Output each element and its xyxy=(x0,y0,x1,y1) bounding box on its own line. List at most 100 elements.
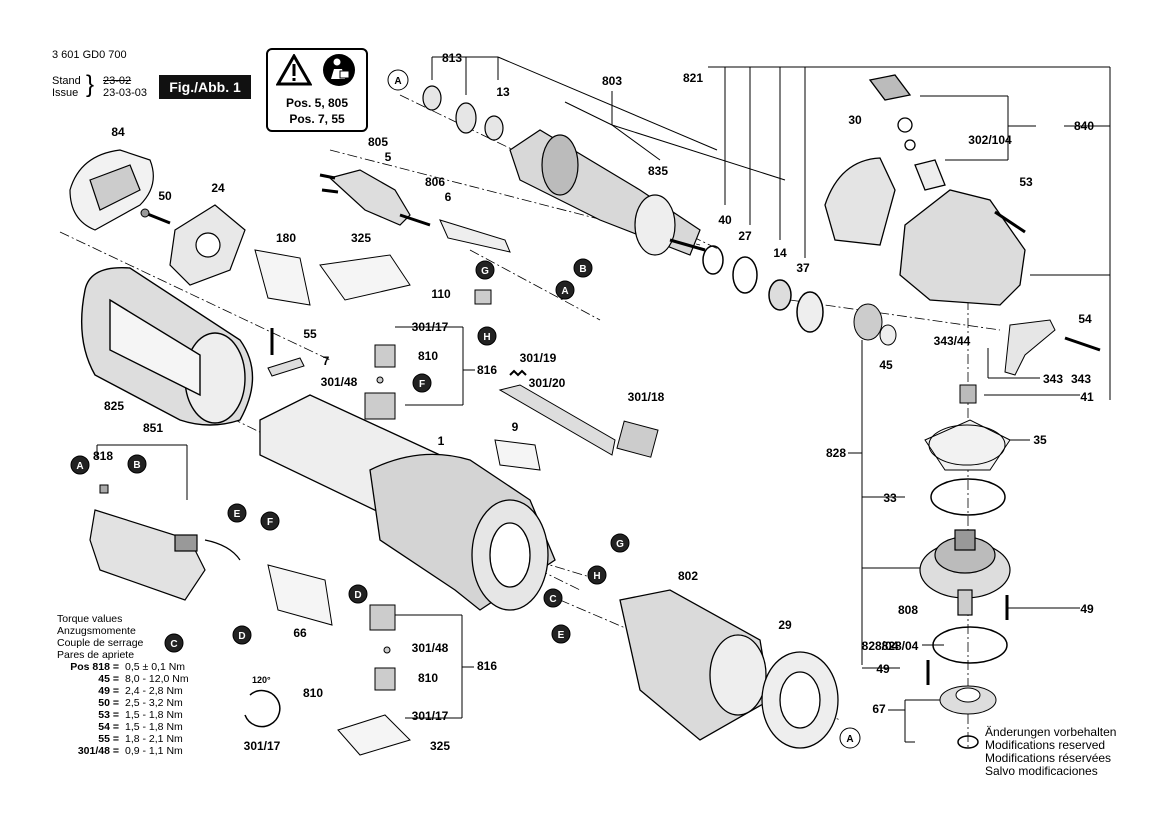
torque-row: Pos 818 =0,5 ± 0,1 Nm xyxy=(70,661,186,673)
callout-label: 301/17 xyxy=(244,739,281,753)
issue-value: 23-03-03 xyxy=(103,87,148,99)
part-45-pinion xyxy=(853,303,897,346)
marker-letter: B xyxy=(579,264,586,275)
callout-label: 810 xyxy=(418,671,438,685)
torque-title-1: Torque values xyxy=(57,613,123,625)
part-180-label xyxy=(254,249,311,306)
callout-label: 30 xyxy=(848,113,862,127)
part-67-o-ring xyxy=(957,735,979,749)
part-54-screw xyxy=(1064,336,1101,352)
callout-label: 325 xyxy=(430,739,450,753)
torque-title-4: Pares de apriete xyxy=(57,649,135,661)
issue-label: Issue xyxy=(52,87,79,99)
torque-row: 54 =1,5 - 1,8 Nm xyxy=(98,721,183,733)
callout-label: 301/48 xyxy=(321,375,358,389)
part-35-bearing-flange xyxy=(924,419,1011,471)
callout-label: 302/104 xyxy=(968,133,1012,147)
part-33-o-ring xyxy=(930,478,1006,516)
callout-label: 50 xyxy=(158,189,172,203)
callout-label: 9 xyxy=(512,420,519,434)
marker-letter: G xyxy=(481,266,489,277)
callout-label: 301/18 xyxy=(628,390,665,404)
callout-label: 808 xyxy=(898,603,918,617)
callout-label: 828/04 xyxy=(862,639,899,653)
callout-label: 6 xyxy=(445,190,452,204)
part-13-bearings xyxy=(422,85,504,141)
part-1-motor-housing xyxy=(259,394,556,611)
part-802-stator xyxy=(619,589,771,741)
marker-letter: A xyxy=(394,76,401,87)
callout-label: 806 xyxy=(425,175,445,189)
callout-label: 24 xyxy=(211,181,225,195)
callout-label: 180 xyxy=(276,231,296,245)
part-851-electronic-module xyxy=(89,509,241,601)
part-41-bearing xyxy=(959,384,977,404)
callout-label: 343 xyxy=(1071,372,1091,386)
callout-label: 67 xyxy=(872,702,886,716)
part-ring-gear-assembly xyxy=(919,529,1011,616)
marker-letter: D xyxy=(354,590,361,601)
callout-label: 53 xyxy=(1019,175,1033,189)
callout-label: 35 xyxy=(1033,433,1047,447)
torque-row: 45 =8,0 - 12,0 Nm xyxy=(98,673,189,685)
part-301-17-spring xyxy=(244,689,281,728)
marker-letter: E xyxy=(558,630,565,641)
callout-label: 41 xyxy=(1080,390,1094,404)
callout-label: 1 xyxy=(438,434,445,448)
callout-label: 55 xyxy=(303,327,317,341)
part-301-19-spring xyxy=(509,369,527,377)
callout-label: 818 xyxy=(93,449,113,463)
callout-label: 37 xyxy=(796,261,810,275)
callout-label: 851 xyxy=(143,421,163,435)
callout-label: 343 xyxy=(1043,372,1063,386)
notice-es: Salvo modificaciones xyxy=(985,764,1098,778)
marker-letter: G xyxy=(616,539,624,550)
callout-label: 301/20 xyxy=(529,376,566,390)
part-301-20-switch-rod xyxy=(498,384,616,456)
marker-letter: H xyxy=(593,571,600,582)
callout-label: 29 xyxy=(778,618,792,632)
angle-label: 120° xyxy=(252,675,271,685)
callout-label: 835 xyxy=(648,164,668,178)
callout-label: 301/17 xyxy=(412,320,449,334)
warning-line-2: Pos. 7, 55 xyxy=(289,112,345,126)
callout-label: 301/17 xyxy=(412,709,449,723)
callout-label: 13 xyxy=(496,85,510,99)
part-brush-holders-upper xyxy=(364,344,396,420)
part-825-housing xyxy=(81,266,254,426)
figure-label: Fig./Abb. 1 xyxy=(159,75,251,99)
torque-title-2: Anzugsmomente xyxy=(57,625,136,637)
callout-label: 14 xyxy=(773,246,787,260)
brace: } xyxy=(86,71,95,98)
notice-en: Modifications reserved xyxy=(985,738,1106,752)
notice-fr: Modifications réservées xyxy=(985,751,1112,765)
marker-letter: C xyxy=(170,639,177,650)
callout-label: 325 xyxy=(351,231,371,245)
part-53-screw xyxy=(994,210,1026,234)
modifications-notice: Änderungen vorbehalten Modifications res… xyxy=(985,726,1116,778)
part-7-cable-clamp xyxy=(267,357,305,377)
torque-title-3: Couple de serrage xyxy=(57,637,144,649)
callout-label: 84 xyxy=(111,125,125,139)
callout-label: 805 xyxy=(368,135,388,149)
part-818-screw xyxy=(99,484,109,494)
part-325-label xyxy=(319,254,411,301)
marker-letters xyxy=(70,69,861,749)
torque-row: 55 =1,8 - 2,1 Nm xyxy=(98,733,183,745)
callout-label: 343/44 xyxy=(934,334,971,348)
part-24-air-guide xyxy=(169,204,246,286)
notice-de: Änderungen vorbehalten xyxy=(985,725,1117,739)
callout-label: 810 xyxy=(303,686,323,700)
part-84-side-cover xyxy=(69,149,154,231)
callout-label: 810 xyxy=(418,349,438,363)
part-6-cable-sleeve xyxy=(439,219,511,253)
callout-label: 45 xyxy=(879,358,893,372)
callout-label: 828 xyxy=(826,446,846,460)
marker-letter: A xyxy=(561,286,568,297)
callout-label: 5 xyxy=(385,150,392,164)
callout-label: 40 xyxy=(718,213,732,227)
marker-letter: E xyxy=(234,509,241,520)
document-number: 3 601 GD0 700 xyxy=(52,49,127,61)
stand-label: Stand xyxy=(52,75,81,87)
